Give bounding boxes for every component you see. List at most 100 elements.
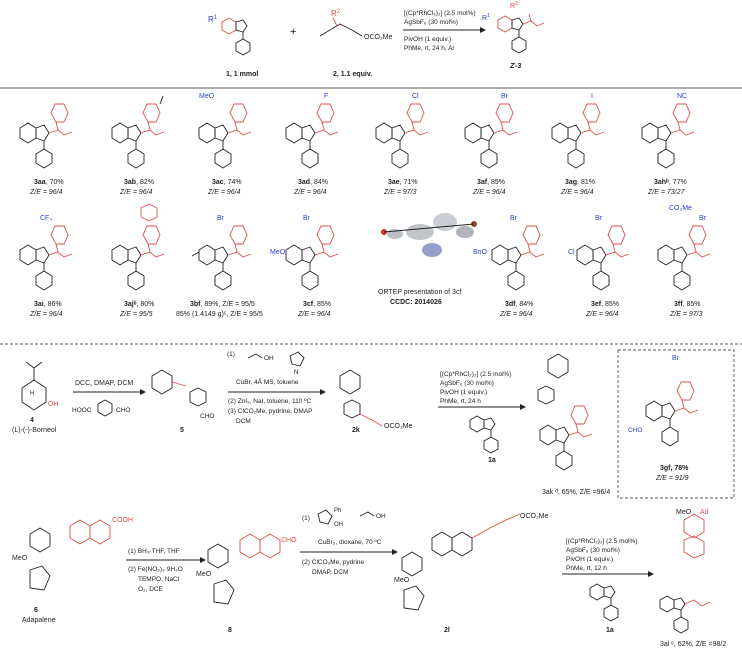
step2-copper: CuBr₂, dioxane, 70 ºC [318,539,382,546]
ortep-caption: ORTEP presentation of 3cf [378,289,461,296]
pivoh-2: PivOH (1 equiv.) [566,556,613,563]
svg-text:R1: R1 [482,13,490,22]
r2-sup: 2 [337,9,341,15]
label-3af: 3af, 85% [477,179,505,186]
compound-1a-2: 1a [606,627,614,634]
allene-group-label: OCO₂Me [364,34,392,41]
allene-2l-group: OCO₂Me [520,513,548,520]
ratio-3ad: Z/E = 96/4 [293,189,327,196]
substituent-3bf: Br [217,215,225,222]
label-3df: 3df, 84% [505,301,533,308]
step-2-conditions: (2) ZnI₂, NaI, toluene, 110 ºC [228,398,311,405]
ratio-3ab: Z/E = 96/4 [119,189,153,196]
substituent-3ef: Br [595,215,603,222]
step-3-solvent: DCM [236,418,251,425]
agsbf6-2: AgSbF₆ (30 mol%) [566,547,620,554]
step-tempo: TEMPO, NaCl [138,576,180,583]
agsbf6: AgSbF₆ (30 mol%) [440,380,494,387]
ring-substituent-3df: BnO [473,249,488,256]
ratio-3ag: Z/E = 96/4 [560,189,594,196]
side-box [617,349,735,499]
product-z3-structure [497,13,545,54]
svg-text:R1: R1 [208,15,218,24]
condition-4: PhMe, rt, 24 h, Ar [404,45,455,52]
step2-dmap: DMAP, DCM [312,569,348,576]
ratio-3bf: 85% (1.4149 g)ᶜ, Z/E = 95/5 [176,311,263,318]
r1-label: R [208,15,214,24]
propargyl-oh: OH [264,355,274,362]
label-3ah: 3ahᵇ, 77% [654,179,687,186]
substituent-3ac: MeO [199,93,215,100]
aldehyde-meo: MeO [196,571,212,578]
ratio-3af: Z/E = 96/4 [472,189,506,196]
ring-substituent-3cf: MeO [270,249,286,256]
label-3ae: 3ae, 71% [388,179,418,186]
ratio-3aa: Z/E = 96/4 [29,189,63,196]
compound-4: 4 [30,417,34,424]
ratio-3ae: Z/E = 97/3 [383,189,417,196]
step-3-conditions: (3) ClCO₂Me, pydrine, DMAP [228,408,313,415]
pivoh: PivOH (1 equiv.) [440,389,487,396]
reagent-2-label: 2, 1.1 equiv. [333,71,372,78]
borneol-scheme: OH H 4 (L)-(-)-Borneol DCC, DMAP, DCM HO… [12,351,610,496]
ph-label: Ph [334,508,341,514]
r2-label: R [331,9,337,18]
pyrrolidine-n: N [294,370,298,376]
solvent-time: PhMe, rt, 24 h [440,398,481,405]
ratio-3cf: Z/E = 96/4 [297,311,331,318]
step-borane: (1) BH₃·THF, THF [128,548,180,555]
ester-cho: CHO [200,413,214,420]
label-3gf: 3gf, 78% [660,465,689,472]
row-2: ORTEP presentation of 3cf CCDC: 2014026 … [19,203,711,318]
compound-1a: 1a [488,457,496,464]
product-meo: MeO [676,509,692,516]
label-3ac: 3ac, 74% [212,179,242,186]
label-3ab: 3ab, 82% [124,179,154,186]
propargyl-oh-2: OH [376,513,386,520]
acid-cho: CHO [116,407,130,414]
ratio-3ah: Z/E = 73/27 [647,189,685,196]
ratio-3ai: Z/E = 96/4 [29,311,63,318]
step2-chloroformate: (2) ClCO₂Me, pydrine [302,559,365,566]
ratio-3ef: Z/E = 96/4 [585,311,619,318]
product-r1-sup: 1 [487,13,490,19]
borneol-h: H [30,391,34,397]
aldehyde-cho: CHO [281,537,297,544]
label-3cf: 3cf, 85% [303,301,331,308]
reagent-1-label: 1, 1 mmol [226,71,258,78]
product-label: Z-3 [509,61,522,70]
ratio-3ac: Z/E = 96/4 [207,189,241,196]
header-scheme: R1 + R2 OCO₂Me [(Cp*RhCl₂)₂] (2.5 mol%) … [208,1,545,78]
ratio-3aj: Z/E = 95/5 [119,311,153,318]
svg-text:R2: R2 [510,1,518,10]
ratio-3df: Z/E = 96/4 [499,311,533,318]
cho-3gf: CHO [628,427,642,434]
svg-text:R2: R2 [331,9,341,18]
product-ad: Ad [700,509,709,516]
solvent-time-2: PhMe, rt, 12 h [566,565,607,572]
label-3bf: 3bf, 89%, Z/E = 95/5 [190,301,255,308]
ratio-3gf: Z/E = 91/9 [655,475,689,482]
label-3ag: 3ag, 81% [565,179,595,186]
substituent-3gf: Br [672,355,680,362]
product-r2-sup: 2 [515,1,518,7]
borneol-oh: OH [48,401,59,408]
ph-oh: OH [334,522,343,528]
label-3ai: 3ai, 86% [34,301,62,308]
rh-catalyst-2: [(Cp*RhCl₂)₂] (2.5 mol%) [566,538,638,545]
step-1-index: (1) [227,351,235,358]
product-r1: R [482,15,487,22]
r1-sup: 1 [214,15,218,21]
rh-catalyst: [(Cp*RhCl₂)₂] (2.5 mol%) [440,371,512,378]
label-3ff: 3ff, 85% [674,301,700,308]
step-iron: (2) Fe(NO₃)₃·9H₂O [128,566,183,573]
condition-2: AgSbF₆ (30 mol%) [404,19,458,26]
ring-substituent-3ff: CO₂Me [669,205,692,212]
step-o2: O₂, DCE [138,586,164,593]
compound-6: 6 [34,607,38,614]
plus-sign: + [290,26,296,38]
label-3ad: 3ad, 84% [298,179,328,186]
adapalene-cooh: COOH [112,517,133,524]
acid-cooh: HOOC [72,407,92,414]
adapalene-meo: MeO [12,555,28,562]
